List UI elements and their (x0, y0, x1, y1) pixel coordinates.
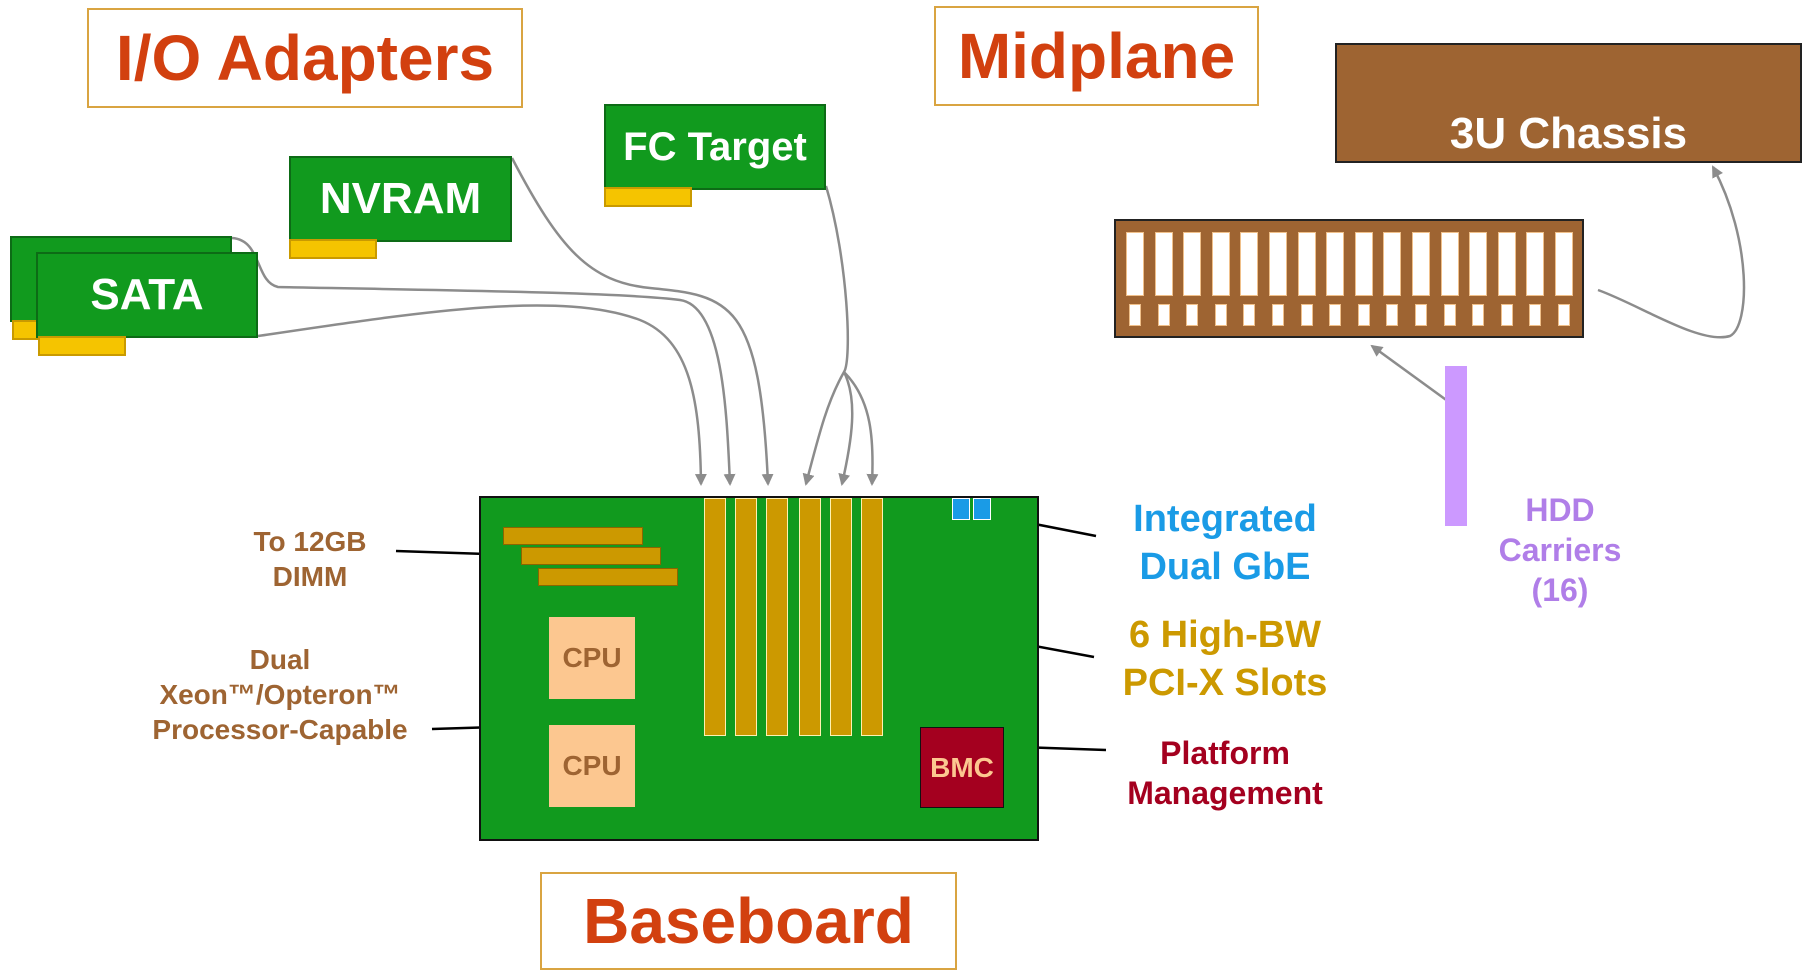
hdd-callout-line3: (16) (1531, 572, 1589, 608)
midplane-slot-upper (1526, 232, 1545, 296)
pcix-callout: 6 High-BW PCI-X Slots (1080, 612, 1370, 707)
nvram-card: NVRAM (289, 156, 512, 242)
management-callout-line2: Management (1127, 775, 1323, 811)
midplane-slot-upper (1440, 232, 1459, 296)
dimm-callout-line2: DIMM (272, 561, 348, 592)
midplane-slot-lower (1415, 304, 1427, 326)
midplane-slot-upper (1154, 232, 1173, 296)
midplane-slot-lower (1443, 304, 1456, 326)
gbe-callout: Integrated Dual GbE (1080, 496, 1370, 591)
midplane-slot-upper (1354, 232, 1373, 296)
baseboard-title-text: Baseboard (583, 885, 914, 957)
baseboard: CPU CPU BMC (479, 496, 1039, 841)
bmc-label: BMC (930, 751, 994, 783)
dimm-module-2 (521, 547, 661, 565)
midplane-slot-lower (1214, 304, 1227, 326)
midplane-slot-upper (1383, 232, 1402, 296)
midplane-slot-lower (1386, 304, 1399, 326)
midplane-title-text: Midplane (957, 20, 1236, 92)
io-adapters-title: I/O Adapters (87, 8, 523, 108)
midplane-slot-lower (1558, 304, 1570, 326)
dimm-module-3 (538, 568, 678, 586)
pcix-slot-1 (704, 498, 726, 736)
midplane-slot-upper (1211, 232, 1230, 296)
gbe-port-1 (952, 498, 970, 520)
midplane-slot-upper (1555, 232, 1573, 296)
midplane-slot-lower (1272, 304, 1284, 326)
fc-connector-2 (838, 371, 854, 486)
midplane-slot-upper (1326, 232, 1345, 296)
sata-front-connector (257, 304, 707, 486)
gbe-callout-line1: Integrated (1133, 498, 1317, 540)
hdd-callout: HDD Carriers (16) (1470, 490, 1650, 610)
pcix-slot-4 (799, 498, 821, 736)
midplane-slot-lower (1186, 304, 1199, 326)
dimm-callout: To 12GB DIMM (200, 524, 420, 594)
sata-back-connector (231, 236, 736, 486)
cpu-1-label: CPU (562, 642, 622, 673)
dimm-module-1 (503, 527, 643, 545)
hdd-callout-line1: HDD (1525, 492, 1595, 528)
midplane-slot-lower (1529, 304, 1542, 326)
gbe-callout-line2: Dual GbE (1139, 545, 1311, 588)
fc-connector-1 (802, 185, 850, 486)
midplane-slot-upper (1183, 232, 1202, 296)
midplane-slot-upper (1126, 232, 1144, 296)
midplane-slot-lower (1129, 304, 1141, 326)
processor-callout-line1: Dual (249, 644, 311, 675)
io-adapters-title-text: I/O Adapters (115, 22, 495, 94)
midplane-slot-upper (1497, 232, 1516, 296)
midplane-to-chassis-connector (1597, 165, 1746, 339)
fc-target-card: FC Target (604, 104, 826, 190)
pcix-slot-5 (830, 498, 852, 736)
cpu-2-label: CPU (562, 750, 622, 781)
pcix-slot-3 (766, 498, 788, 736)
pcix-slot-6 (861, 498, 883, 736)
processor-callout-line3: Processor-Capable (152, 714, 408, 745)
pcix-callout-line2: PCI-X Slots (1122, 661, 1328, 704)
midplane-slot-lower (1243, 304, 1256, 326)
fc-target-card-edge (604, 187, 692, 207)
fc-connector-3 (843, 371, 879, 486)
pcix-slot-2 (735, 498, 757, 736)
sata-card: SATA (36, 252, 258, 338)
cpu-1: CPU (549, 617, 635, 699)
midplane-slot-upper (1297, 232, 1316, 296)
processor-callout: Dual Xeon™/Opteron™ Processor-Capable (130, 642, 430, 747)
midplane-title: Midplane (934, 6, 1259, 106)
processor-callout-line2: Xeon™/Opteron™ (159, 679, 401, 710)
midplane-slot-upper (1469, 232, 1488, 296)
midplane-slot-lower (1329, 304, 1342, 326)
gbe-port-2 (973, 498, 991, 520)
nvram-connector (510, 157, 774, 486)
midplane-slot-lower (1300, 304, 1313, 326)
nvram-card-label: NVRAM (319, 174, 482, 223)
sata-card-label: SATA (90, 270, 204, 319)
dimm-callout-line1: To 12GB (253, 526, 367, 557)
hdd-carrier-bar (1445, 366, 1467, 526)
management-callout: Platform Management (1080, 733, 1370, 813)
midplane-slots (1116, 221, 1582, 336)
hdd-callout-line2: Carriers (1498, 532, 1622, 568)
midplane-slot-lower (1500, 304, 1513, 326)
midplane-slot-upper (1269, 232, 1287, 296)
sata-card-edge (38, 336, 126, 356)
pcix-callout-line1: 6 High-BW (1128, 614, 1322, 656)
midplane-slot-lower (1157, 304, 1170, 326)
midplane-slot-lower (1357, 304, 1370, 326)
nvram-card-edge (289, 239, 377, 259)
midplane-slot-upper (1240, 232, 1259, 296)
management-callout-line1: Platform (1160, 735, 1290, 771)
midplane-block (1114, 219, 1584, 338)
baseboard-title: Baseboard (540, 872, 957, 970)
chassis-box: 3U Chassis (1335, 43, 1802, 163)
bmc-chip: BMC (920, 727, 1004, 808)
midplane-slot-upper (1412, 232, 1430, 296)
midplane-slot-lower (1472, 304, 1485, 326)
fc-target-card-label: FC Target (623, 124, 807, 169)
chassis-label: 3U Chassis (1449, 109, 1688, 158)
cpu-2: CPU (549, 725, 635, 807)
